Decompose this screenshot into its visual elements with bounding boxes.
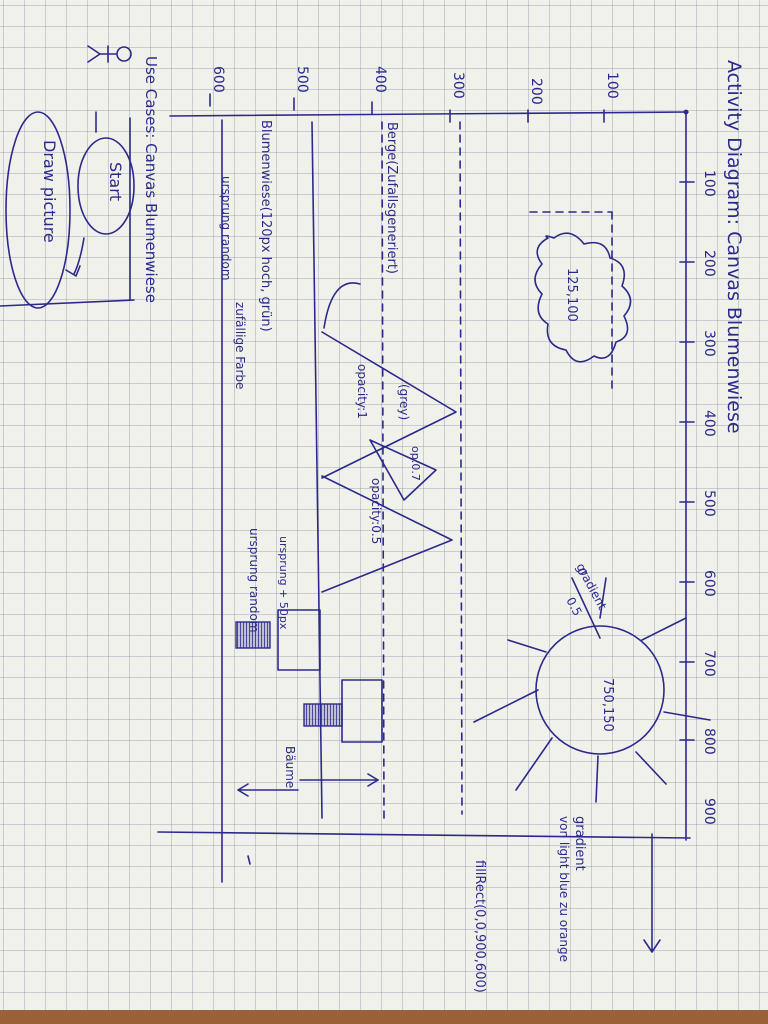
start-label: Start <box>106 162 125 201</box>
tree-crown <box>341 679 383 743</box>
x-tick-label: 500 <box>701 490 717 517</box>
y-tick-label: 500 <box>294 66 310 93</box>
x-tick-label: 200 <box>701 250 717 277</box>
tree-trunk <box>303 703 343 727</box>
x-axis-ticks <box>679 181 695 741</box>
x-tick-label: 800 <box>701 728 717 755</box>
y-tick-label: 200 <box>528 78 544 105</box>
meadow-label: Blumenwiese(120px hoch, grün) <box>258 120 273 332</box>
fillrect-label: fillRect(0,0,900,600) <box>472 860 487 993</box>
canvas-frame <box>157 109 691 883</box>
tree-trunk <box>235 621 271 649</box>
horizon-dash-line <box>459 121 463 815</box>
opacity-1-label: opacity:1 <box>355 364 369 419</box>
start-ellipse <box>77 137 135 235</box>
ursprung-50-label: ursprung + 50px <box>277 536 290 630</box>
x-tick-label: 600 <box>701 570 717 597</box>
actor-icon <box>87 45 132 63</box>
sky-gradient-label: gradient <box>572 816 587 871</box>
grey-label: (grey) <box>397 384 411 420</box>
x-tick-label: 700 <box>701 650 717 677</box>
random-color-label: zufällige Farbe <box>233 302 247 389</box>
opacity-05-label: opacity:0.5 <box>369 478 383 544</box>
use-case-frame <box>0 117 135 307</box>
ursprung-random-label: ursprung random <box>219 176 233 281</box>
mountains-arrow <box>323 282 361 329</box>
sky-gradient-arrowhead <box>643 939 661 953</box>
x-tick-label: 100 <box>701 170 717 197</box>
y-axis-ticks <box>209 93 605 123</box>
diagram-title: Activity Diagram: Canvas Blumenwiese <box>723 60 745 434</box>
sun-gradient-arrow <box>571 577 601 639</box>
x-tick-label: 900 <box>701 798 717 825</box>
sun-circle <box>535 625 665 755</box>
ursprung-random-trees-label: ursprung random <box>247 528 261 633</box>
draw-picture-label: Draw picture <box>40 140 59 243</box>
sun-rays <box>473 577 711 803</box>
mountains-label: Berge(Zufallsgeneriert) <box>384 122 399 274</box>
trees-label: Bäume <box>283 746 297 788</box>
y-tick-label: 100 <box>604 72 620 99</box>
mountains <box>321 331 457 593</box>
use-case-connector <box>65 237 85 277</box>
cloud-coords: 125,100 <box>564 268 579 322</box>
meadow-top-line <box>311 121 323 819</box>
y-tick-label: 600 <box>210 66 226 93</box>
wooden-desk-edge <box>0 1010 768 1024</box>
x-tick-label: 400 <box>701 410 717 437</box>
x-tick-label: 300 <box>701 330 717 357</box>
y-tick-label: 400 <box>372 66 388 93</box>
cloud-shape <box>534 232 632 363</box>
y-tick-label: 300 <box>450 72 466 99</box>
sun-gradient-from: 0 <box>575 568 589 576</box>
use-cases-title: Use Cases: Canvas Blumenwiese <box>142 56 160 303</box>
sky-gradient-desc: von light blue zu orange <box>557 816 571 962</box>
sun-coords: 750,150 <box>600 678 615 732</box>
flow-arrows <box>237 773 379 865</box>
opacity-07-label: op:0.7 <box>409 446 422 481</box>
tree-crown <box>277 609 321 671</box>
draw-picture-ellipse <box>5 111 71 309</box>
